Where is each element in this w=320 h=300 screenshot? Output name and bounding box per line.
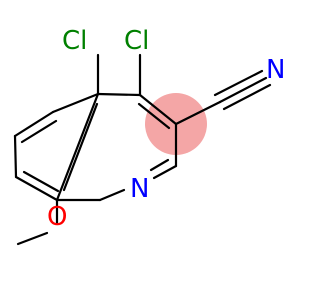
bond-c4-c3	[138, 93, 178, 126]
molecule-canvas: Cl Cl N N O	[13, 26, 285, 246]
bond-triple-2	[213, 69, 264, 97]
bond-triple-3	[222, 83, 272, 111]
bond-c6-c7	[13, 110, 55, 138]
molecule-structure: Cl Cl N N O	[13, 26, 285, 246]
bond-c3-cn	[174, 100, 222, 126]
ring-nitrogen-label: N	[130, 174, 149, 204]
oxygen-label: O	[47, 202, 67, 232]
bond-c8a-c4a-double	[62, 102, 99, 192]
bond-c4-c3-double	[137, 102, 171, 130]
bond-c4a-c4	[96, 92, 142, 97]
bond-c7-c8	[13, 134, 18, 179]
bond-o-ch3	[16, 231, 49, 246]
chlorine-label-left: Cl	[62, 26, 87, 56]
bond-c2-n1-double	[149, 158, 170, 172]
bond-triple-1	[218, 76, 268, 104]
chlorine-label-right: Cl	[124, 26, 149, 56]
nitrile-nitrogen-label: N	[266, 55, 285, 85]
bond-c2-n1	[152, 164, 178, 180]
bond-c8-c8a-double	[22, 170, 60, 193]
bond-n1-c8a	[98, 188, 126, 202]
bond-c6-c7-double	[20, 119, 58, 144]
bond-c8-c8a	[14, 175, 59, 202]
bond-c5-c6	[51, 92, 100, 114]
bond-c8a-c4a	[55, 92, 100, 202]
